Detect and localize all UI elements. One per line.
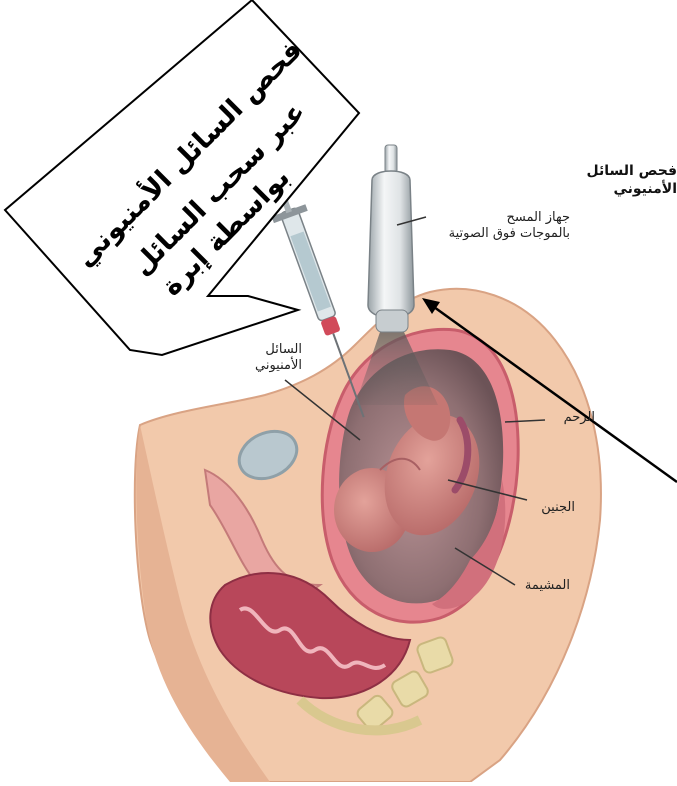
title-line2: الأمنيوني (567, 180, 677, 198)
ultrasound-probe (368, 145, 414, 332)
callout-box (5, 0, 359, 355)
title-line1: فحص السائل (567, 162, 677, 180)
uterus-label: الرحم (545, 410, 595, 426)
figure-title: فحص السائل الأمنيوني (567, 162, 677, 198)
probe-label: جهاز المسح بالموجات فوق الصوتية (430, 210, 570, 242)
amniotic-label-line2: الأمنيوني (222, 358, 302, 374)
probe-label-line1: جهاز المسح (430, 210, 570, 226)
amniotic-label-line1: السائل (222, 342, 302, 358)
probe-label-line2: بالموجات فوق الصوتية (430, 226, 570, 242)
amniotic-fluid-label: السائل الأمنيوني (222, 342, 302, 374)
fetus-label: الجنين (525, 500, 575, 516)
placenta-label: المشيمة (510, 578, 570, 594)
